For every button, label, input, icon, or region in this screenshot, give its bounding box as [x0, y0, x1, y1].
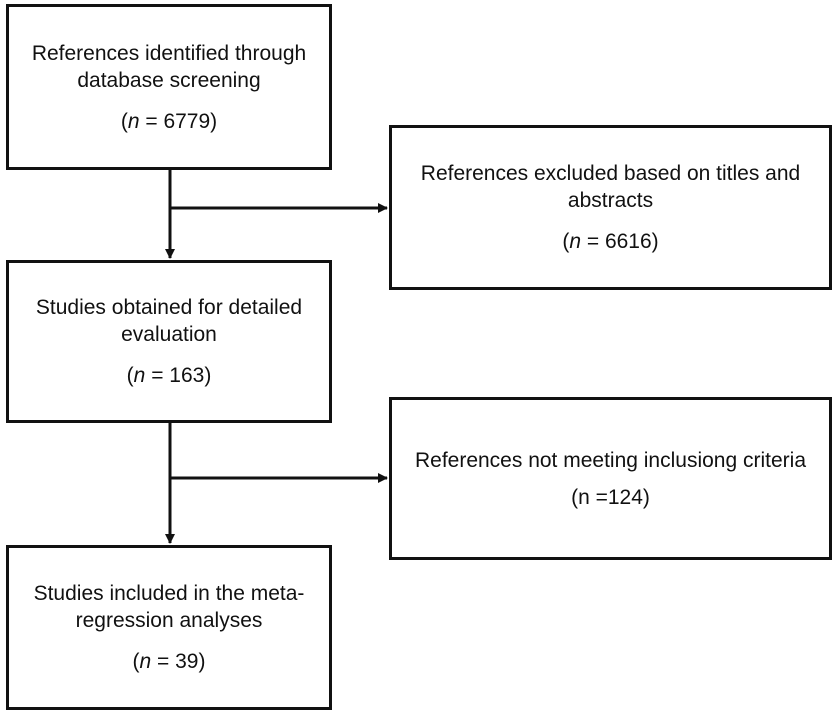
excluded-references-box: References excluded based on titles and … [389, 125, 832, 290]
box-count: (n = 39) [132, 650, 206, 673]
not-meeting-criteria-box: References not meeting inclusiong criter… [389, 397, 832, 560]
included-studies-box: Studies included in the meta-regression … [6, 545, 332, 710]
detailed-evaluation-box: Studies obtained for detailed evaluation… [6, 260, 332, 423]
box-title: References identified through database s… [31, 41, 307, 92]
box-title: References not meeting inclusiong criter… [414, 448, 807, 472]
box-count: (n = 6616) [562, 230, 659, 253]
box-count: (n = 6779) [120, 109, 218, 133]
box-count: (n =124) [571, 485, 650, 509]
box-title: References excluded based on titles and … [420, 162, 801, 212]
box-title: Studies included in the meta-regression … [33, 582, 305, 632]
box-count: (n = 163) [126, 364, 212, 387]
identified-references-box: References identified through database s… [6, 4, 332, 170]
box-title: Studies obtained for detailed evaluation [35, 296, 303, 346]
